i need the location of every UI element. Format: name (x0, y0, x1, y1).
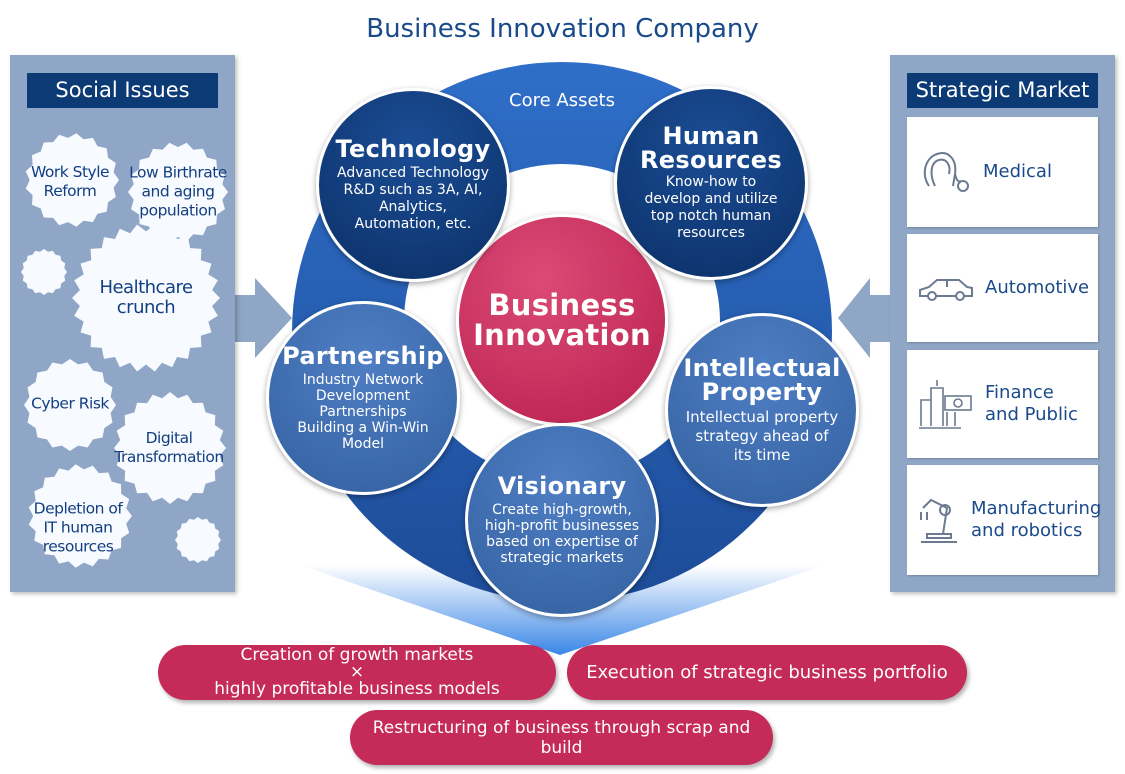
outcome-strategic-portfolio: Execution of strategic business portfoli… (567, 645, 967, 700)
asset-partnership: Partnership Industry Network Development… (266, 301, 460, 495)
center-title: Business Innovation (473, 288, 651, 352)
asset-technology: Technology Advanced Technology R&D such … (316, 88, 510, 282)
issue-low-birthrate: Low Birthrate and aging population (129, 163, 227, 220)
stethoscope-icon (923, 152, 969, 192)
outcome-restructuring: Restructuring of business through scrap … (350, 710, 773, 765)
issue-work-style: Work Style Reform (30, 163, 110, 200)
market-label: Medical (983, 161, 1052, 182)
starburst (128, 142, 228, 242)
page-title: Business Innovation Company (366, 14, 759, 44)
asset-title: Intellectual Property (683, 353, 841, 406)
strategic-market-heading: Strategic Market (907, 73, 1098, 108)
starburst (72, 224, 220, 372)
starburst (21, 249, 67, 295)
asset-desc: Create high-growth, high-profit business… (484, 502, 640, 566)
starburst (25, 133, 119, 227)
issue-digital-transformation: Digital Transformation (114, 429, 224, 466)
outcome-growth-markets: Creation of growth markets × highly prof… (158, 645, 556, 700)
social-issues-heading: Social Issues (27, 73, 218, 108)
asset-human-resources: Human Resources Know-how to develop and … (614, 86, 808, 280)
asset-title: Human Resources (640, 122, 782, 174)
market-medical: Medical (907, 117, 1098, 227)
issue-healthcare: Healthcare crunch (99, 277, 193, 318)
asset-visionary: Visionary Create high-growth, high-profi… (465, 423, 659, 617)
asset-title: Partnership (282, 342, 444, 370)
starburst-layer (21, 133, 228, 568)
market-label: Manufacturing and robotics (971, 498, 1102, 541)
asset-desc: Advanced Technology R&D such as 3A, AI, … (336, 165, 490, 232)
asset-desc: Know-how to develop and utilize top notc… (644, 174, 778, 241)
car-icon (919, 279, 973, 301)
issue-cyber-risk: Cyber Risk (31, 394, 109, 413)
market-label: Finance and Public (985, 382, 1078, 425)
asset-title: Technology (335, 135, 491, 163)
market-automotive: Automotive (907, 234, 1098, 342)
strategic-market-panel: Strategic Market Medical Automotive Fina… (890, 55, 1115, 592)
asset-desc: Intellectual property strategy ahead of … (685, 407, 839, 464)
business-innovation-center: Business Innovation (456, 214, 668, 426)
issue-depletion-it: Depletion of IT human resources (33, 499, 123, 556)
market-manufacturing: Manufacturing and robotics (907, 465, 1102, 575)
starburst (114, 392, 226, 504)
starburst (28, 464, 133, 568)
market-finance-public: Finance and Public (907, 350, 1098, 458)
market-label: Automotive (985, 277, 1090, 298)
left-arrow (235, 278, 292, 358)
building-money-icon (919, 380, 972, 429)
starburst (24, 359, 116, 451)
asset-desc: Industry Network Development Partnership… (297, 372, 429, 452)
asset-intellectual-property: Intellectual Property Intellectual prope… (665, 313, 859, 507)
asset-title: Visionary (497, 472, 627, 500)
robot-arm-icon (920, 498, 957, 543)
starburst (175, 517, 221, 563)
core-assets-label: Core Assets (509, 90, 615, 111)
right-arrow (838, 278, 890, 358)
